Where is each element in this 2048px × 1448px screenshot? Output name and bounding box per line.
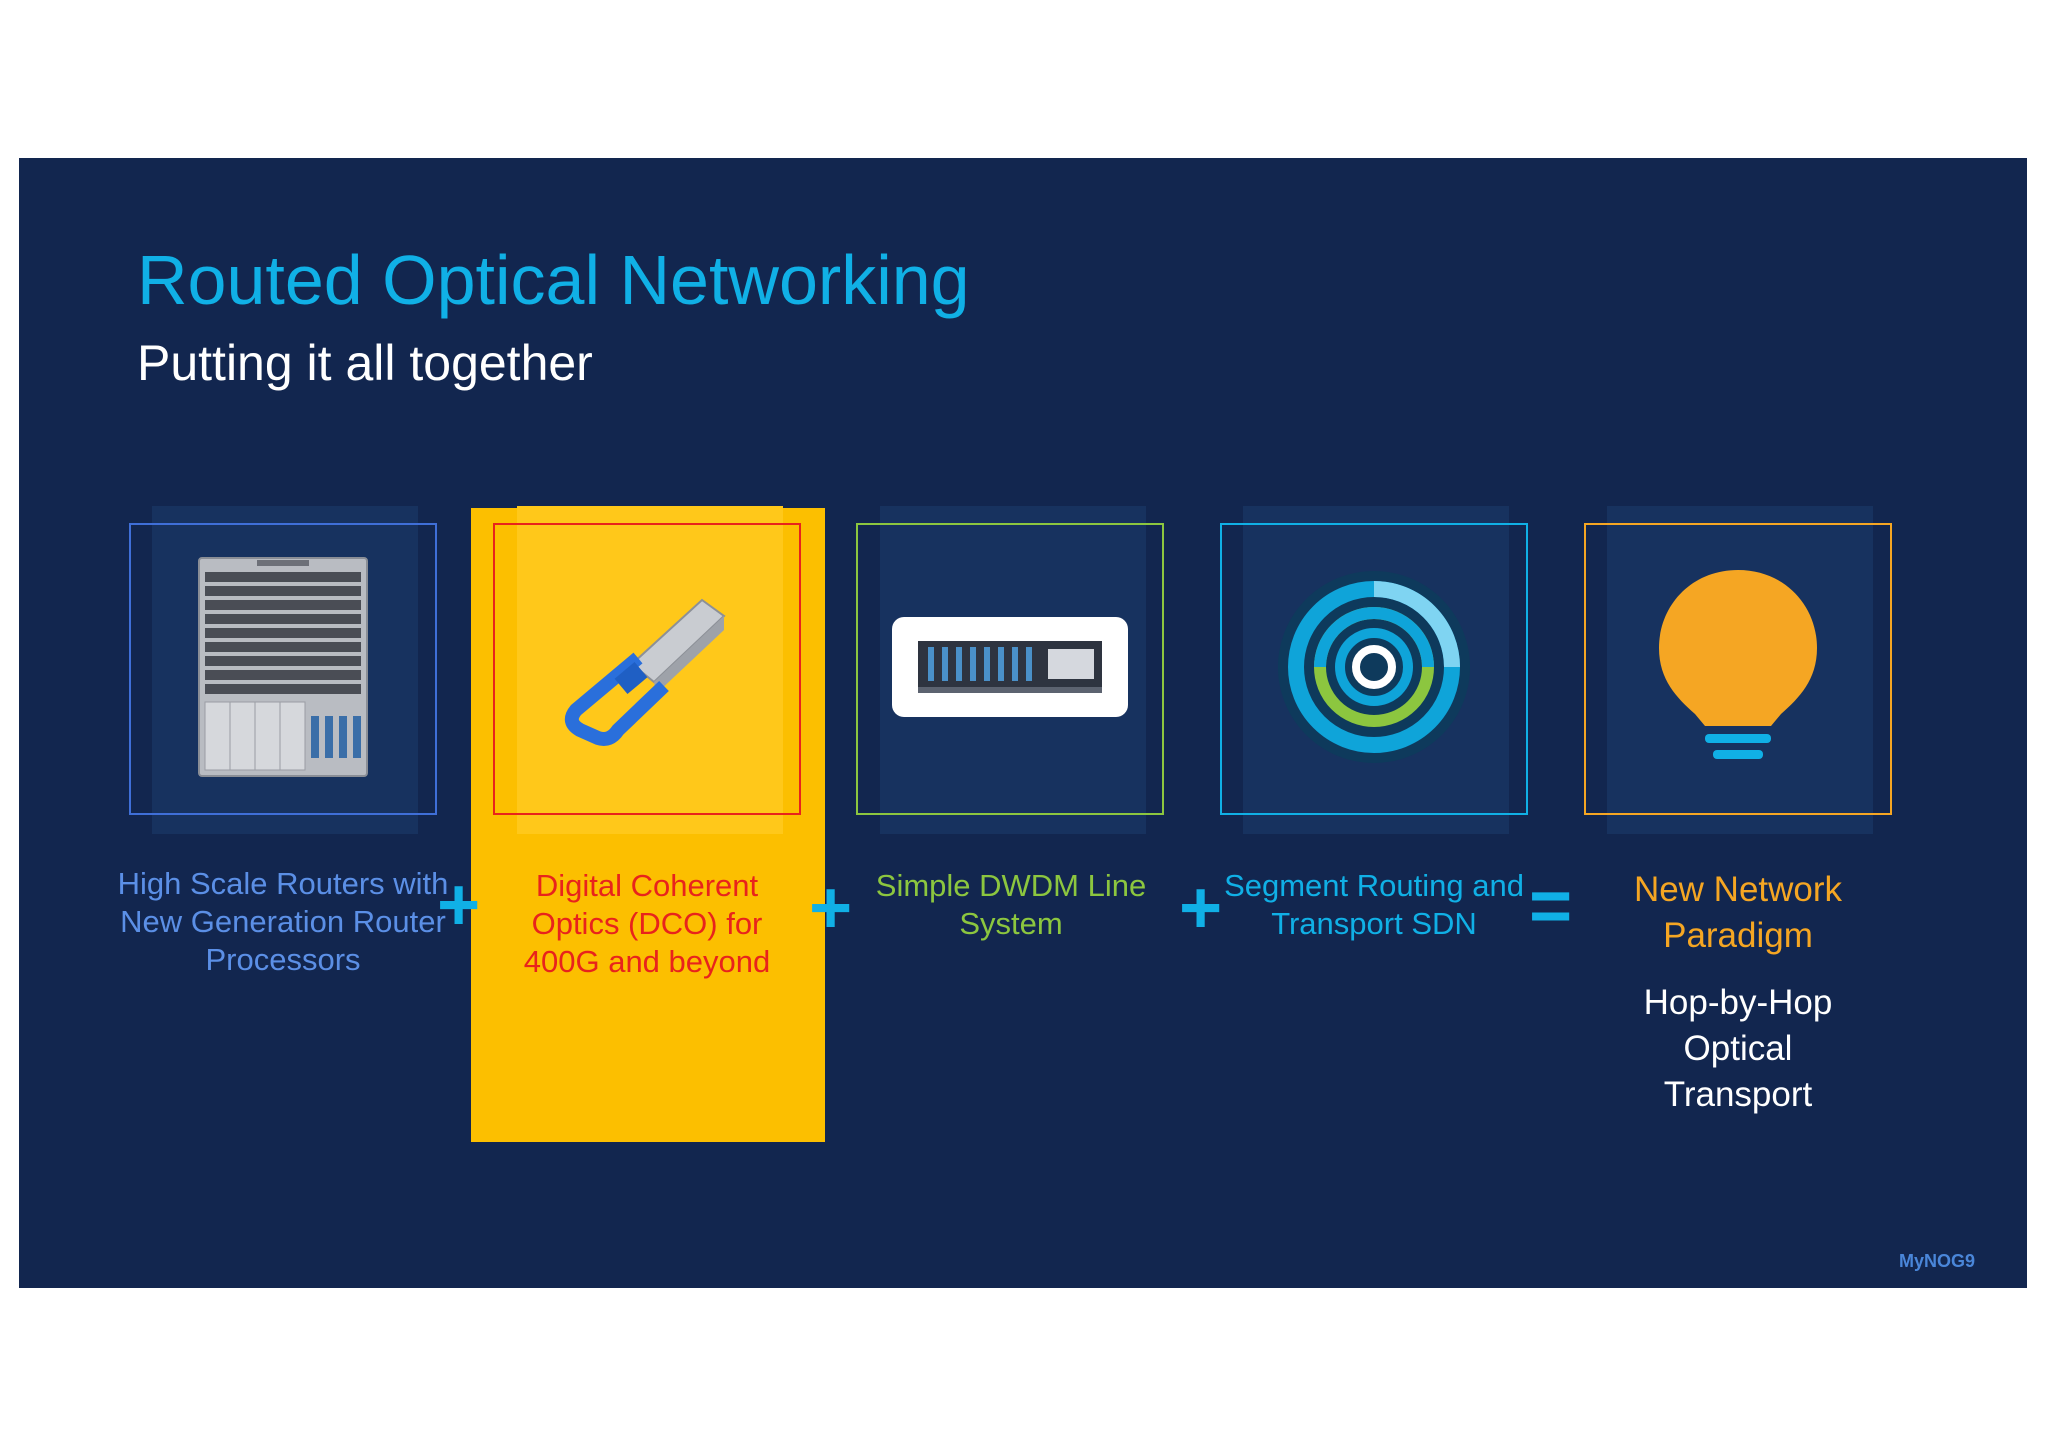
optics-card: [493, 523, 801, 815]
sdn-rings-icon: [1276, 569, 1472, 770]
slide: Routed Optical Networking Putting it all…: [19, 158, 2027, 1288]
slide-subtitle: Putting it all together: [137, 335, 593, 391]
lightbulb-icon: [1653, 562, 1823, 777]
event-footer: MyNOG9: [1898, 1251, 1975, 1271]
router-caption: High Scale Routers with New Generation R…: [117, 866, 449, 977]
result-detail: Hop-by-Hop Optical Transport: [1643, 983, 1833, 1114]
router-chassis-icon: [197, 556, 369, 783]
dwdm-card: [856, 523, 1164, 815]
slide-title: Routed Optical Networking: [137, 241, 970, 319]
plus-operator: +: [1179, 866, 1223, 949]
dwdm-caption: Simple DWDM Line System: [875, 868, 1147, 941]
sdn-caption: Segment Routing and Transport SDN: [1224, 868, 1524, 941]
optical-transceiver-icon: [552, 582, 742, 757]
plus-operator: +: [437, 863, 481, 946]
sdn-card: [1220, 523, 1528, 815]
dwdm-line-system-icon: [892, 616, 1128, 722]
paradigm-card: [1584, 523, 1892, 815]
router-card: [129, 523, 437, 815]
optics-caption: Digital Coherent Optics (DCO) for 400G a…: [523, 868, 771, 979]
paradigm-caption: New Network Paradigm: [1633, 870, 1843, 955]
plus-operator: +: [809, 866, 853, 949]
equals-operator: =: [1529, 864, 1573, 947]
